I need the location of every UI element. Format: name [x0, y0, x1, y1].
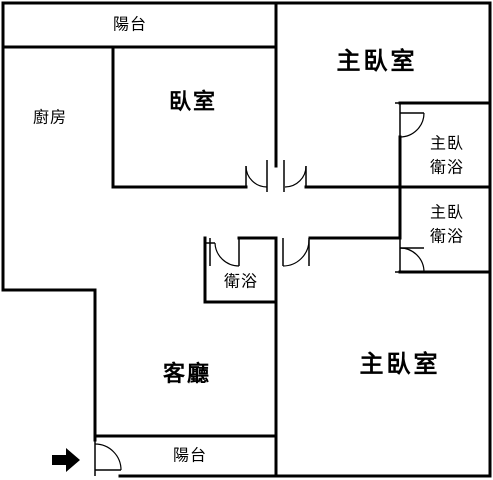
door-swing: [284, 165, 307, 188]
door-swing: [399, 112, 425, 138]
door-entrance[interactable]: [94, 440, 122, 476]
door-swing: [214, 242, 240, 267]
entrance-arrow-icon: [52, 448, 80, 472]
door-master-bath-mid[interactable]: [395, 238, 425, 273]
door-master-bath-top[interactable]: [395, 102, 425, 138]
door-swing: [245, 165, 268, 188]
label-master-bath-mid-2: 衛浴: [430, 227, 464, 246]
door-bathroom[interactable]: [205, 238, 240, 267]
label-living-room: 客廳: [163, 361, 211, 387]
door-master-bottom[interactable]: [282, 238, 310, 267]
label-kitchen: 廚房: [33, 108, 67, 127]
label-balcony-bottom: 陽台: [173, 446, 207, 465]
label-master-bath-mid-1: 主臥: [430, 203, 464, 222]
doors: [94, 102, 425, 476]
door-swing: [94, 443, 122, 471]
room-labels: 陽台 廚房 臥室 主臥室 主臥 衛浴 主臥 衛浴 衛浴 客廳 主臥室 陽台: [33, 15, 464, 465]
door-swing: [399, 247, 425, 273]
label-bedroom: 臥室: [169, 89, 217, 115]
door-bedroom[interactable]: [245, 160, 268, 192]
label-master-bedroom-bottom: 主臥室: [360, 350, 441, 378]
label-balcony-top: 陽台: [113, 15, 147, 34]
label-master-bath-top-1: 主臥: [430, 134, 464, 153]
label-master-bedroom-top: 主臥室: [337, 47, 418, 75]
door-master-top[interactable]: [283, 160, 307, 192]
door-swing: [282, 239, 310, 267]
label-master-bath-top-2: 衛浴: [430, 158, 464, 177]
label-bathroom: 衛浴: [224, 272, 258, 291]
